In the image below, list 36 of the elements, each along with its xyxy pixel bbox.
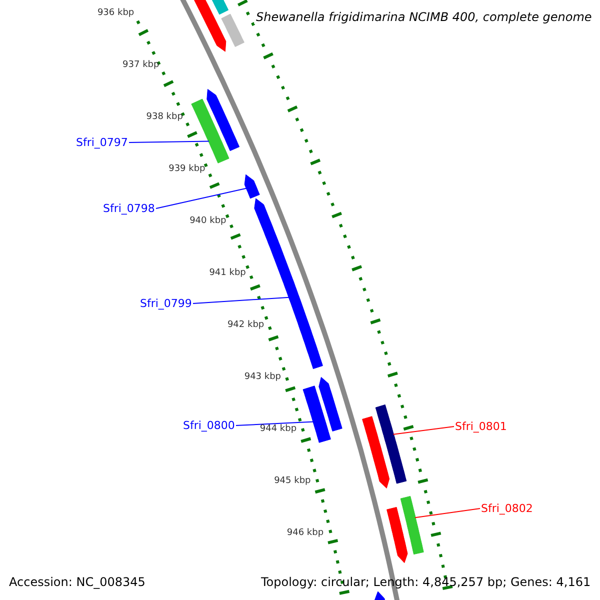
gene-feature bbox=[206, 88, 240, 152]
leader-line bbox=[192, 296, 290, 304]
scale-label: 940 kbp bbox=[190, 217, 226, 226]
scale-label: 943 kbp bbox=[244, 373, 282, 382]
leader-line bbox=[414, 508, 480, 518]
accession-text: Accession: NC_008345 bbox=[9, 576, 146, 588]
gene-feature bbox=[244, 174, 260, 199]
gene-feature bbox=[318, 376, 342, 432]
leader-line bbox=[392, 426, 454, 435]
gene-feature bbox=[362, 416, 390, 488]
scale-label: 937 kbp bbox=[122, 61, 160, 70]
genome-summary: Topology: circular; Length: 4,845,257 bp; Genes: 4,161 bbox=[261, 576, 591, 588]
scale-label: 942 kbp bbox=[227, 321, 264, 330]
leader-line bbox=[156, 188, 248, 209]
scale-label: 941 kbp bbox=[209, 269, 246, 278]
gene-label: Sfri_0801 bbox=[455, 421, 507, 432]
gene-feature bbox=[375, 404, 407, 484]
gene-feature bbox=[191, 98, 230, 164]
gene-label: Sfri_0800 bbox=[183, 420, 235, 431]
gene-label: Sfri_0799 bbox=[140, 298, 192, 309]
gene-label: Sfri_0798 bbox=[103, 203, 155, 214]
leader-line bbox=[128, 140, 210, 143]
leader-line bbox=[236, 421, 314, 426]
scale-label: 944 kbp bbox=[260, 425, 297, 434]
gene-feature bbox=[386, 506, 408, 564]
title: Shewanella frigidimarina NCIMB 400, complete genome bbox=[254, 10, 594, 24]
scale-label: 938 kbp bbox=[146, 113, 183, 122]
gene-feature bbox=[400, 496, 424, 555]
gene-feature bbox=[221, 14, 244, 47]
scale-label: 946 kbp bbox=[286, 529, 324, 538]
gene-feature bbox=[302, 386, 331, 443]
scale-label: 945 kbp bbox=[274, 477, 311, 486]
gene-label: Sfri_0797 bbox=[76, 137, 128, 148]
gene-label: Sfri_0802 bbox=[481, 503, 533, 514]
scale-label: 936 kbp bbox=[97, 9, 134, 18]
scale-label: 939 kbp bbox=[168, 165, 206, 174]
